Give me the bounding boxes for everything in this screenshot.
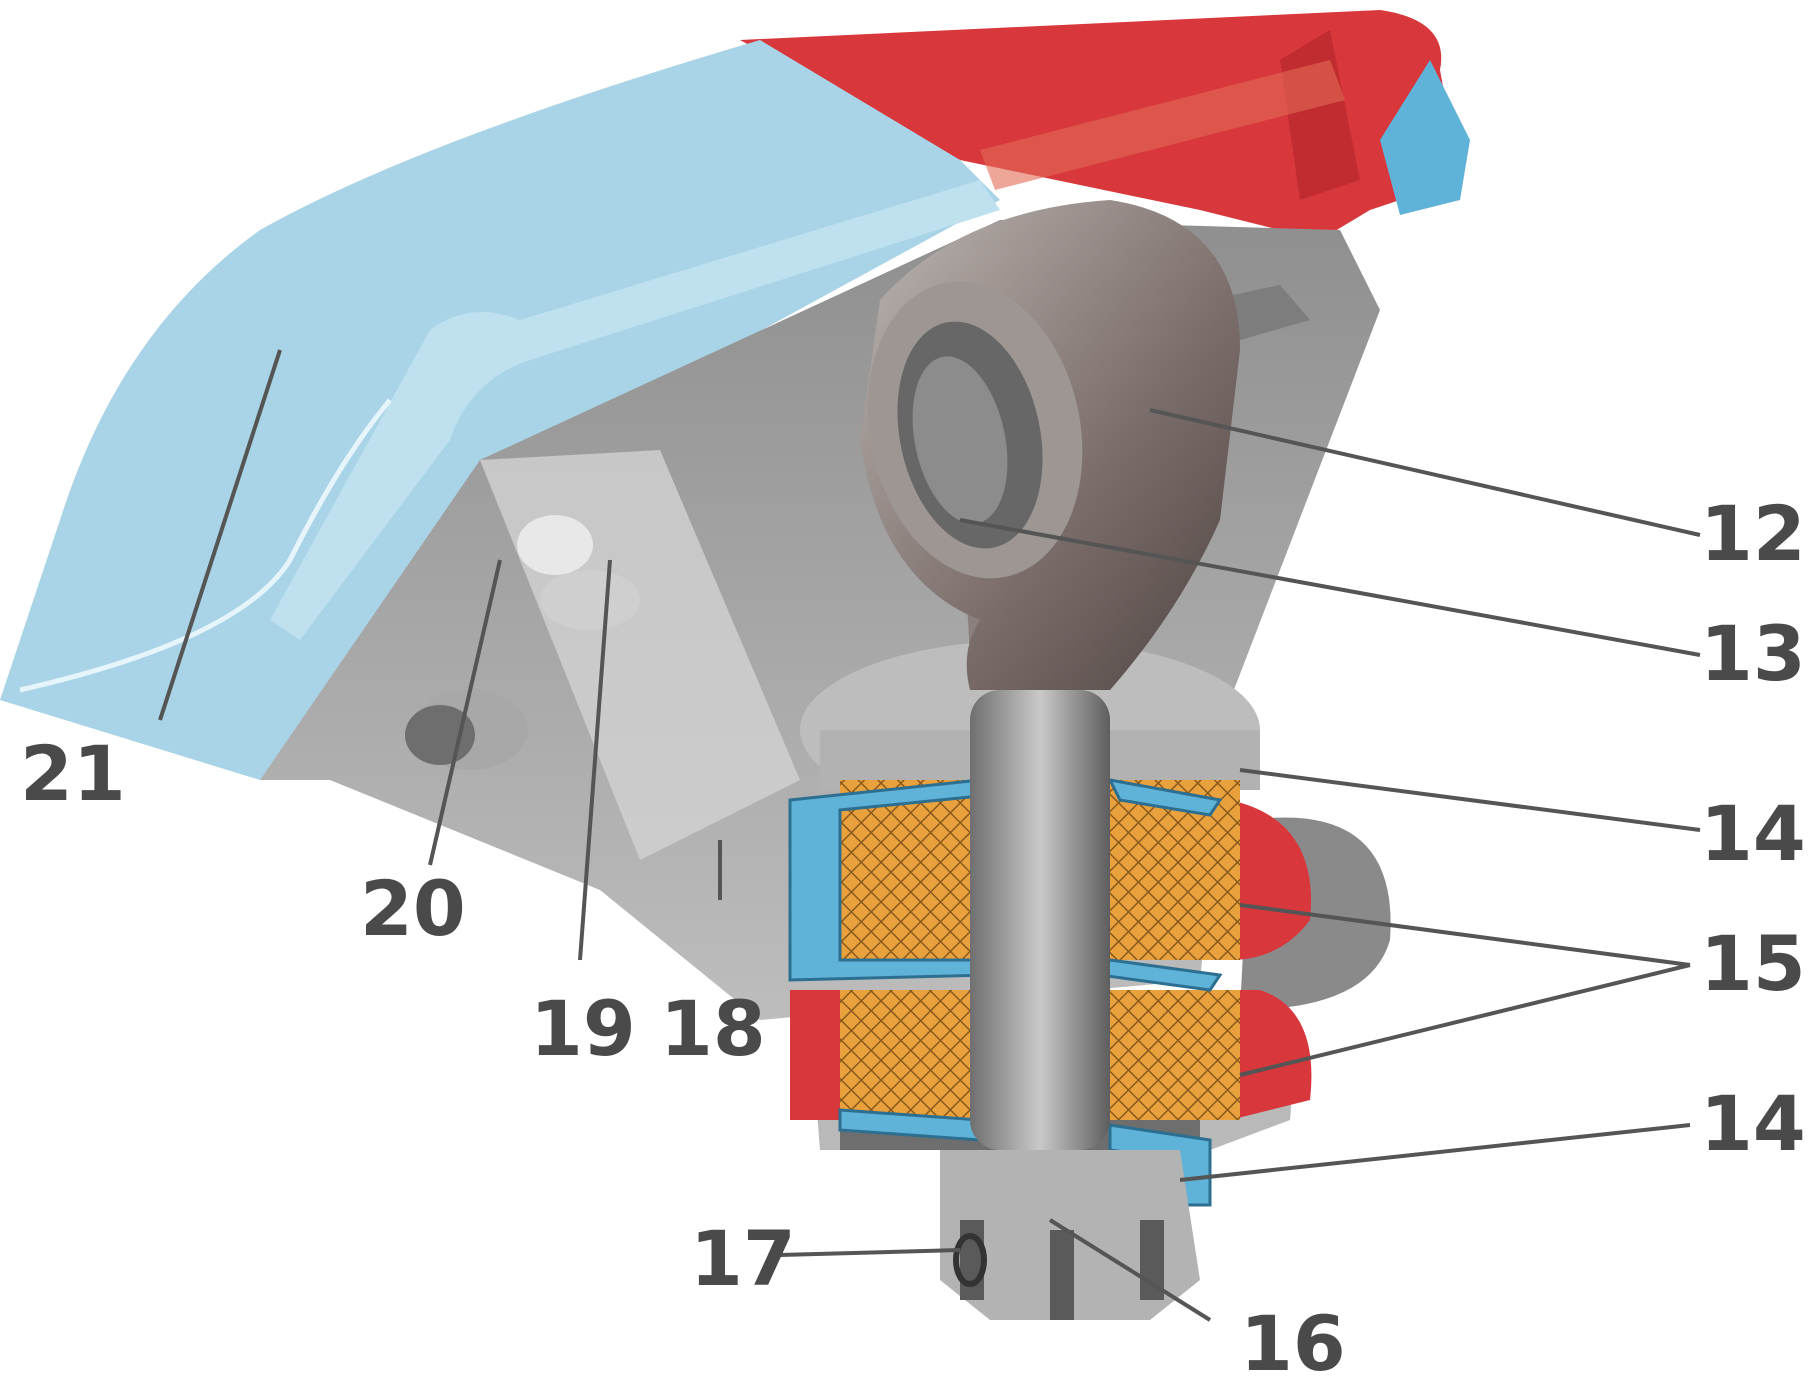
label-12: 12 (1700, 489, 1806, 578)
cotter-pin (953, 1233, 987, 1287)
label-14-lower: 14 (1700, 1079, 1806, 1168)
bolt-19 (517, 515, 640, 630)
label-19: 19 (530, 984, 636, 1073)
castle-nut (940, 1150, 1200, 1320)
label-16: 16 (1240, 1299, 1346, 1382)
eye-bolt (860, 200, 1240, 1150)
callout-labels: 12 13 14 15 14 16 17 18 19 20 21 (20, 489, 1806, 1382)
label-20: 20 (360, 864, 466, 953)
label-13: 13 (1700, 609, 1806, 698)
label-21: 21 (20, 729, 126, 818)
label-15: 15 (1700, 919, 1806, 1008)
label-17: 17 (690, 1214, 796, 1303)
leader-lines (158, 349, 1701, 1322)
body-panel-blue (0, 40, 1000, 780)
body-panel-red (740, 10, 1470, 240)
label-18: 18 (660, 984, 766, 1073)
label-14-upper: 14 (1700, 789, 1806, 878)
